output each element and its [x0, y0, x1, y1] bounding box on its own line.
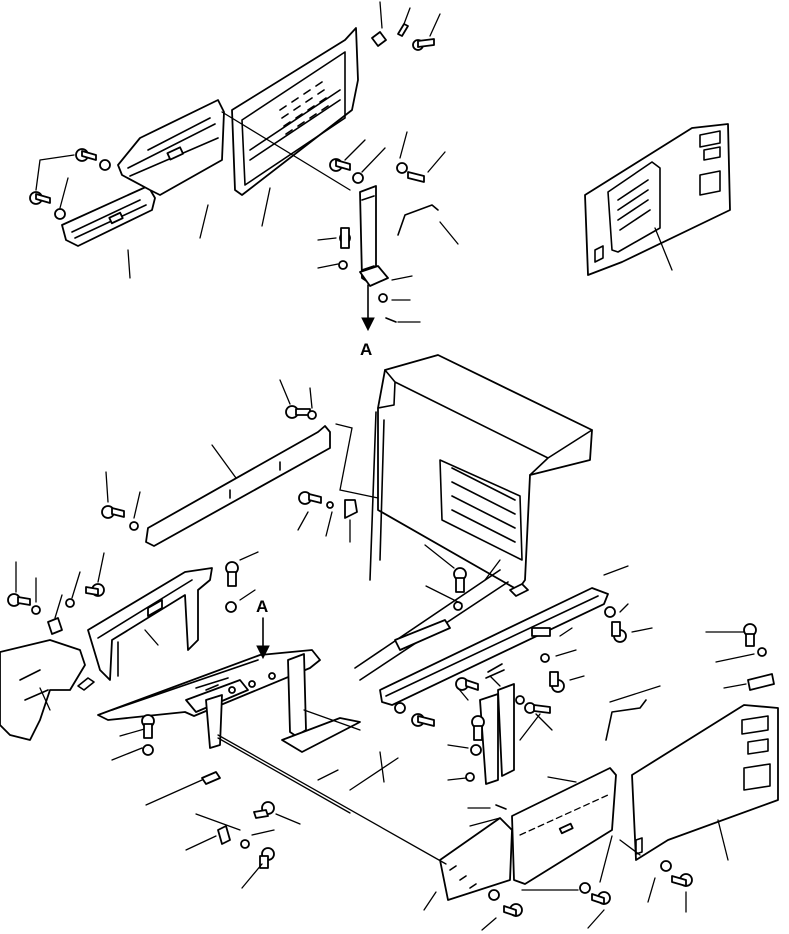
upper-rail [101, 379, 379, 547]
view-a-arrow-label: A [360, 340, 372, 359]
grille-slots [279, 81, 329, 135]
middle-side-panel [117, 99, 225, 196]
left-panel-hardware [29, 148, 271, 279]
lower-right-bracket [447, 663, 553, 827]
view-a-target: A [256, 597, 270, 660]
view-a-arrow: A [360, 284, 375, 359]
upper-side-cover-assembly [61, 27, 359, 247]
right-long-rail [303, 544, 609, 791]
view-a-target-label: A [256, 597, 268, 616]
right-rail-hardware [531, 565, 775, 693]
cab-enclosure [369, 354, 593, 591]
right-side-cover [584, 123, 731, 276]
center-frame-rail [97, 569, 509, 814]
top-hardware [371, 1, 441, 51]
left-frame-section [0, 639, 95, 741]
top-support-post [221, 111, 459, 323]
grille-door-panel [231, 27, 359, 196]
lower-right-covers [217, 685, 779, 931]
lower-center-hardware [185, 717, 361, 889]
front-step-panel [439, 817, 513, 901]
rear-side-door [631, 704, 779, 861]
left-bracket-assembly [7, 551, 259, 681]
